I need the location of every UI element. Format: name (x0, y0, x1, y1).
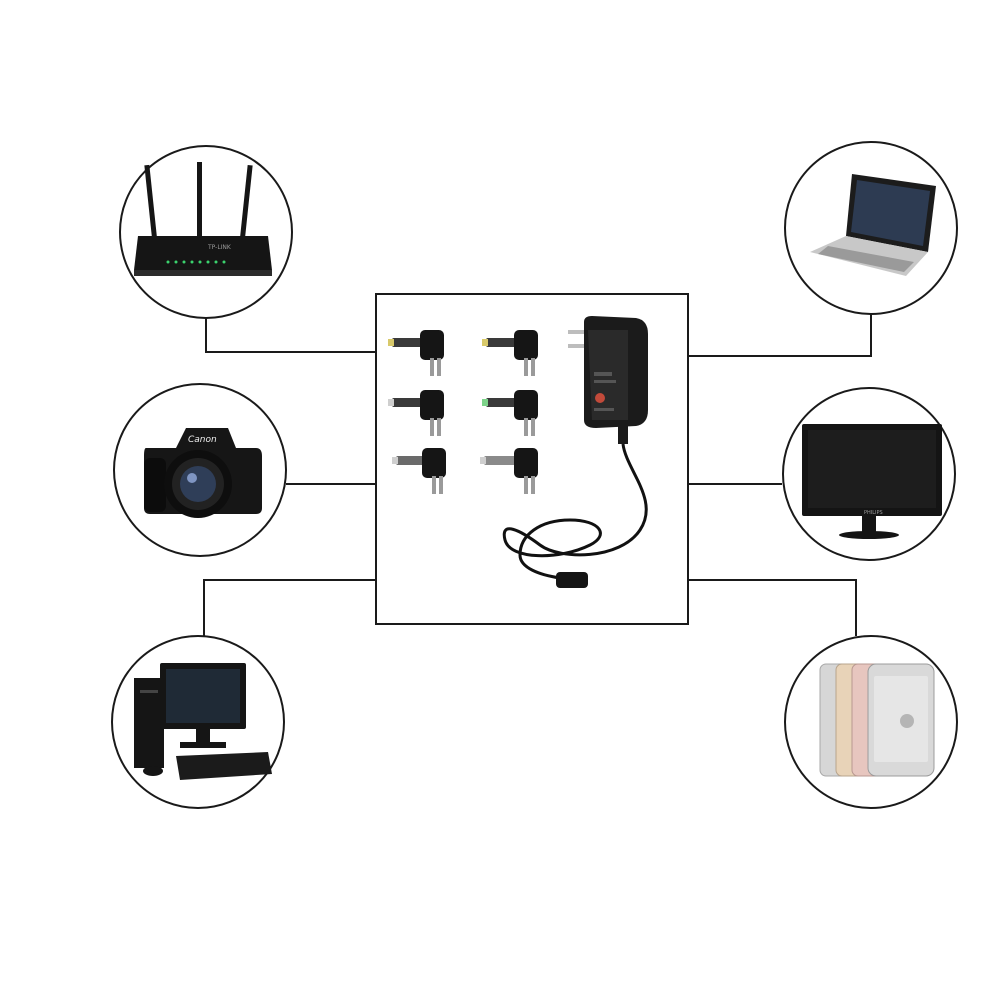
power-adapter-icon (502, 316, 648, 588)
wifi-router-icon: TP-LINK (134, 162, 272, 276)
device-router: TP-LINK (119, 145, 293, 319)
connector-laptop (688, 314, 872, 357)
plug-tip-icon (392, 448, 446, 494)
laptop-icon (810, 174, 936, 276)
connector-lines (203, 310, 872, 636)
router-brand: TP-LINK (207, 244, 232, 251)
plug-tip-icon (482, 390, 538, 436)
monitor-brand: PHILIPS (864, 510, 883, 516)
device-desktop (111, 635, 285, 809)
plug-tips (388, 330, 538, 494)
device-phones (784, 635, 958, 809)
connector-phones (688, 579, 857, 636)
device-camera: Canon (113, 383, 287, 557)
adapter-panel (375, 293, 689, 625)
smartphones-icon (819, 663, 935, 777)
device-laptop (784, 141, 958, 315)
monitor-icon: PHILIPS (802, 424, 942, 539)
camera-brand: Canon (188, 435, 217, 445)
connector-router (205, 310, 376, 353)
connector-desktop (203, 579, 376, 636)
desktop-computer-icon (134, 663, 272, 780)
plug-tip-icon (480, 448, 538, 494)
plug-tip-icon (388, 390, 444, 436)
device-monitor: PHILIPS (782, 387, 956, 561)
plug-tip-icon (482, 330, 538, 376)
plug-tip-icon (388, 330, 444, 376)
dslr-camera-icon: Canon (144, 428, 262, 518)
